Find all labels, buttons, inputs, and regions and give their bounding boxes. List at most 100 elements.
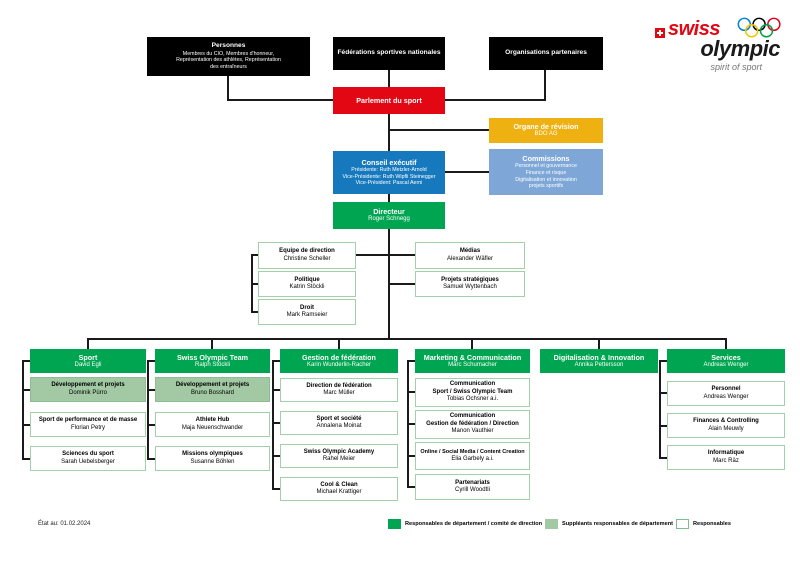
node-subtitle: Marc Müller: [323, 390, 355, 396]
legend-item-suppleants: Suppléants responsables de département: [545, 519, 673, 529]
connector-line: [251, 254, 258, 256]
org-node-directeur: Directeur Roger Schnegg: [333, 202, 445, 229]
connector-line: [338, 338, 340, 349]
node-title: Fédérations sportives nationales: [337, 49, 441, 57]
connector-line: [272, 360, 274, 489]
node-title: Commissions: [522, 154, 570, 164]
connector-line: [147, 389, 155, 391]
node-subtitle: Andreas Wenger: [703, 393, 749, 400]
connector-line: [227, 99, 333, 101]
node-title: Communication Sport / Swiss Olympic Team: [432, 381, 513, 395]
node-title: Projets stratégiques: [441, 276, 499, 283]
node-subtitle: Sarah Uebelsberger: [61, 458, 115, 465]
connector-line: [272, 389, 280, 391]
org-node-online-social-media: Online / Social Media / Content Creation…: [415, 442, 530, 470]
org-node-projets-strategiques: Projets stratégiques Samuel Wyttenbach: [415, 271, 525, 297]
org-node-conseil-executif: Conseil exécutif Présidente: Ruth Metzle…: [333, 151, 445, 194]
node-subtitle: Personnel et gouvernance Finance et risq…: [515, 163, 577, 190]
org-node-team-developpement: Développement et projets Bruno Bosshard: [155, 377, 270, 402]
node-title: Sciences du sport: [62, 451, 114, 457]
node-subtitle: Elia Garbely a.i.: [451, 455, 494, 462]
node-title: Parlement du sport: [356, 96, 422, 105]
org-node-partenariats: Partenariats Cyrill Woodtli: [415, 474, 530, 500]
org-node-personnel: Personnel Andreas Wenger: [667, 381, 785, 406]
connector-line: [659, 457, 667, 459]
node-subtitle: Roger Schnegg: [368, 216, 410, 223]
org-node-finances-controlling: Finances & Controlling Alain Meuwly: [667, 413, 785, 438]
connector-line: [407, 455, 415, 457]
node-subtitle: Marc Räz: [713, 457, 739, 464]
node-subtitle: Cyrill Woodtli: [455, 487, 490, 493]
org-node-academy: Swiss Olympic Academy Rahel Meier: [280, 444, 398, 468]
node-title: Droit: [300, 304, 314, 311]
node-subtitle: BDO AG: [534, 131, 558, 138]
org-node-communication-gestion: Communication Gestion de fédération / Di…: [415, 410, 530, 439]
org-node-sport-societe: Sport et société Annalena Moinat: [280, 411, 398, 435]
org-node-personnes: Personnes Membres du CIO, Membres d'honn…: [147, 37, 310, 76]
status-date: État au: 01.02.2024: [38, 521, 91, 527]
node-title: Services: [711, 352, 741, 362]
node-subtitle: Florian Petry: [70, 424, 105, 431]
legend-item-responsables-departement: Responsables de département / comité de …: [388, 519, 542, 529]
node-subtitle: Katrin Stöckli: [289, 284, 325, 290]
connector-line: [272, 360, 280, 362]
node-title: Swiss Olympic Academy: [303, 448, 375, 455]
node-subtitle: Andreas Wenger: [703, 361, 749, 368]
node-title: Organe de révision: [513, 122, 579, 132]
node-subtitle: Présidente: Ruth Metzler-Arnold Vice-Pré…: [342, 167, 436, 187]
node-title: Conseil exécutif: [361, 158, 417, 168]
node-subtitle: Tobias Ochsner a.i.: [446, 396, 499, 403]
node-title: Partenariats: [455, 479, 490, 486]
node-title: Missions olympiques: [182, 451, 243, 457]
node-title: Digitalisation & Innovation: [553, 352, 645, 362]
node-title: Informatique: [707, 450, 745, 456]
connector-line: [87, 338, 89, 349]
node-title: Cool & Clean: [320, 481, 358, 488]
connector-line: [147, 360, 149, 459]
node-title: Swiss Olympic Team: [177, 352, 248, 362]
node-subtitle: Christine Scheller: [283, 255, 331, 262]
connector-line: [659, 360, 661, 458]
node-subtitle: Alexander Wäfler: [446, 255, 494, 262]
node-title: Finances & Controlling: [693, 418, 759, 424]
node-subtitle: Ralph Stöckli: [194, 361, 230, 368]
connector-line: [388, 283, 415, 285]
node-title: Personnes: [211, 42, 246, 50]
legend-label: Responsables de département / comité de …: [405, 521, 543, 527]
connector-line: [659, 392, 667, 394]
connector-line: [22, 424, 30, 426]
node-subtitle: Mark Ramseier: [286, 312, 328, 318]
legend-swatch-green: [388, 519, 401, 529]
connector-line: [388, 70, 390, 87]
connector-line: [544, 70, 546, 101]
connector-line: [388, 114, 390, 151]
org-node-dept-marketing: Marketing & Communication Marc Schumache…: [415, 349, 530, 373]
node-title: Personnel: [711, 386, 741, 392]
node-subtitle: Rahel Meier: [322, 456, 356, 462]
connector-line: [22, 389, 30, 391]
connector-line: [87, 338, 727, 340]
node-title: Organisations partenaires: [505, 49, 587, 57]
org-node-informatique: Informatique Marc Räz: [667, 445, 785, 470]
org-node-sport-developpement: Développement et projets Dominik Pürro: [30, 377, 146, 402]
connector-line: [251, 311, 258, 313]
node-subtitle: Maja Neuenschwander: [181, 424, 244, 431]
org-node-direction-federation: Direction de fédération Marc Müller: [280, 378, 398, 402]
org-node-politique: Politique Katrin Stöckli: [258, 271, 356, 297]
node-subtitle: Susanne Böhlen: [190, 458, 235, 465]
connector-line: [445, 171, 489, 173]
node-title: Equipe de direction: [279, 248, 335, 254]
node-title: Sport: [78, 352, 98, 362]
node-subtitle: Membres du CIO, Membres d'honneur, Repré…: [176, 50, 281, 70]
connector-line: [598, 338, 600, 349]
connector-line: [147, 458, 155, 460]
swiss-olympic-logo: swiss olympic spirit of sport: [648, 16, 788, 78]
node-title: Marketing & Communication: [423, 352, 522, 362]
node-title: Médias: [459, 248, 481, 254]
connector-line: [659, 425, 667, 427]
org-node-commissions: Commissions Personnel et gouvernance Fin…: [489, 149, 603, 195]
org-node-communication-sport: Communication Sport / Swiss Olympic Team…: [415, 378, 530, 407]
connector-line: [445, 99, 546, 101]
legend-label: Responsables: [693, 521, 731, 527]
